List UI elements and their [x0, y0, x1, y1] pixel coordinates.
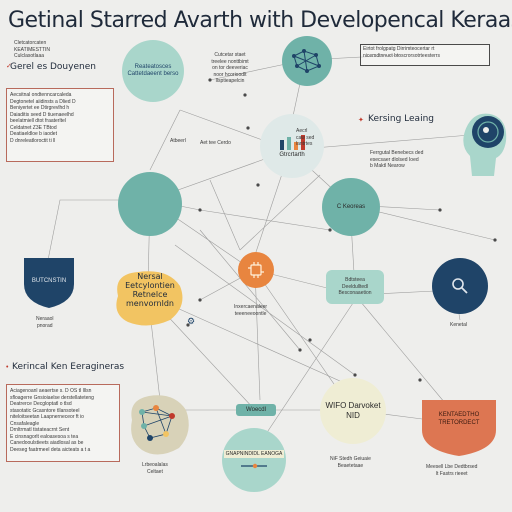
connector-dot [246, 126, 250, 130]
connector-dot [493, 238, 497, 242]
wifo-node: WIFO Darvoket NID [320, 378, 386, 444]
center-side-text: Ferrgutal Benebecs ded esecsaer dlolsed … [370, 150, 424, 169]
network-graph-icon [292, 49, 321, 73]
orange-caption: Inxercaenaleer teeeneeoontle [234, 304, 268, 317]
connector-line [147, 294, 361, 391]
left-info-text: Aecsitnal ondtenncarcaleda Degtonetel ai… [10, 92, 76, 144]
butons-shield [24, 258, 74, 308]
connector-line [149, 109, 181, 171]
circuit-icon [248, 262, 264, 278]
connector-dot [438, 208, 442, 212]
connector-dot [243, 93, 247, 97]
top-right-note-text: Eirtot frolgpatg Dirrimteocertar rt nice… [363, 46, 440, 59]
butons-label: BUTCNSTIN [31, 278, 67, 284]
map-caption: Lrbeoalalas Celtaet [142, 462, 168, 475]
connector-dot [198, 298, 202, 302]
top-center-text: Cutcetar staet treelee nonttbimt on tor … [211, 52, 249, 84]
teal-info-card-label: Bdtsteea Deeldulltedl Besconaaetion [338, 277, 372, 297]
connector-line [354, 294, 456, 416]
left-teal-node [118, 172, 182, 236]
connector-dot [186, 323, 190, 327]
top-left-header: Cletcatorcaten KEATIMESTTIN Culclasotlaa… [14, 40, 51, 59]
connector-dot [208, 78, 212, 82]
connector-dot [353, 373, 357, 377]
connector-dot [308, 338, 312, 342]
connector-line [251, 299, 356, 456]
butons-caption: Neraaol pnorad [36, 316, 54, 329]
connector-dot [256, 183, 260, 187]
keras-shield [422, 400, 496, 456]
wifo-caption: NiF Stedh Geiuaie Beaetetaae [330, 456, 371, 469]
connector-line [199, 229, 301, 351]
lower-info-text: Aciagenoanl aeaertse s. D OS tI lllsn sf… [10, 388, 94, 453]
lower-heading-marker-icon: • [6, 364, 9, 371]
top-center-plain: Atbeerl [170, 138, 186, 144]
connector-line [209, 179, 241, 251]
left-info-box [6, 88, 114, 162]
head-silhouette-icon [463, 113, 507, 176]
center-label-top: Aet tee Cerdo [200, 140, 231, 146]
wifo-label: WIFO Darvoket NID [325, 401, 381, 420]
green-pill: Woecdl [236, 404, 276, 416]
center-top-node: Gtrcrtarth [260, 114, 324, 178]
top-right-note [360, 44, 490, 66]
settings-icon: ⚙ [187, 316, 196, 326]
bar-cluster-icon [280, 134, 305, 150]
accent-marker-icon: ✓ [6, 63, 12, 70]
network-map [131, 395, 189, 455]
center-mini-text: Aecrl caw sed lantrtes [296, 128, 315, 147]
lower-info-box [6, 384, 120, 462]
pen-line-icon [241, 463, 267, 468]
connector-dot [328, 228, 332, 232]
connector-dot [298, 348, 302, 352]
connector-line [239, 174, 321, 251]
teal-info-card: Bdtsteea Deeldulltedl Besconaaetion [326, 270, 384, 304]
connector-line [254, 269, 261, 401]
right-node-caption: Kenetal [450, 322, 467, 328]
magnifier-icon [452, 278, 468, 294]
neural-blob [116, 271, 183, 326]
connector-dot [198, 208, 202, 212]
right-navy-node [432, 258, 488, 314]
center-top-node-label: Gtrcrtarth [279, 151, 305, 158]
top-teal-node [282, 36, 332, 86]
top-left-subtitle: Gerel es Douyenen [10, 62, 96, 72]
orange-node [238, 252, 274, 288]
connector-dot [418, 378, 422, 382]
keras-learning-marker-icon: ✦ [358, 117, 364, 124]
neural-label: Nersal Eetcylontien Retnelce menvornldn [125, 272, 175, 308]
green-pill-label: Woecdl [246, 407, 266, 413]
page-title: Getinal Starred Avarth with Developencal… [8, 8, 512, 33]
keras-box-label: KENTAEDTHO TRETORDECT [438, 412, 480, 426]
lower-circle-label: GNAPNINDIDL EANOGA [223, 449, 285, 458]
keras-box-caption: Meesell Lbe Dedtbrsed lt Fastrs rieeet [426, 464, 478, 477]
lower-circle-node: GNAPNINDIDL EANOGA [222, 428, 286, 492]
keras-node: C Keoreas [322, 178, 380, 236]
keras-node-label: C Keoreas [336, 203, 366, 210]
top-center-node: Reateatosces Cattetdaeent berso [122, 40, 184, 102]
keras-learning-label: Kersing Leaing [368, 114, 434, 124]
top-center-node-label: Reateatosces Cattetdaeent berso [127, 64, 179, 77]
lower-section-heading: Kerincal Ken Eeragineras [12, 362, 125, 372]
connector-line [174, 244, 356, 376]
